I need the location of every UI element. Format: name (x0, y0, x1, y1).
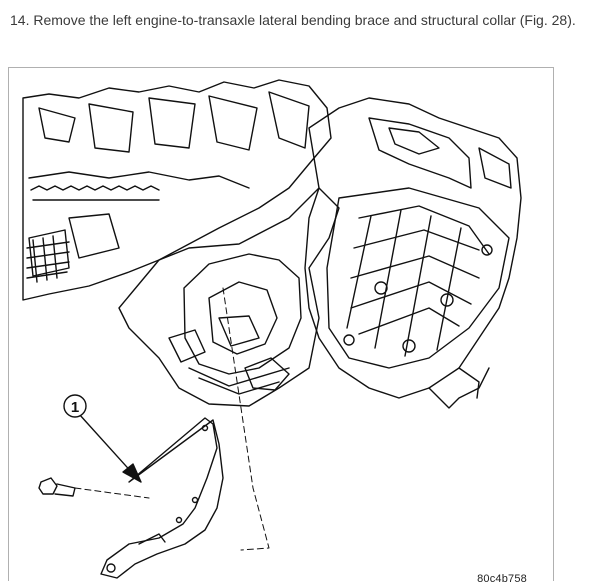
figure-frame: 1 80c4b758 (8, 67, 554, 585)
callout-arrowhead (122, 463, 142, 483)
engine-block (22, 79, 332, 301)
bending-brace (100, 417, 224, 579)
callout-number: 1 (71, 399, 79, 416)
callout-leader (78, 413, 136, 477)
callout-circle (63, 394, 87, 418)
transaxle-bellhousing (118, 187, 340, 407)
instruction-text: 14. Remove the left engine-to-transaxle … (10, 12, 576, 28)
bolt (38, 477, 76, 497)
engine-transaxle-illustration: 1 (22, 79, 522, 579)
figure-code: 80c4b758 (477, 573, 527, 585)
alignment-dashes (74, 287, 270, 551)
transaxle-oil-pan (326, 187, 510, 369)
transaxle-housing (304, 97, 522, 399)
